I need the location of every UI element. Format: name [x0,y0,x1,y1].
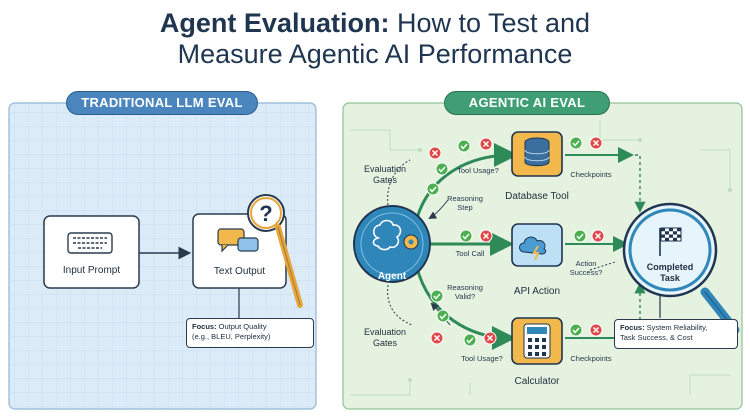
magnifier-question-icon: ? [247,194,303,308]
checkpoints-top-label: Checkpoints [570,170,612,179]
title-line-1: Agent Evaluation: How to Test and [159,8,591,38]
checkered-flag-icon [659,227,682,256]
traditional-focus-box: Focus: Output Quality(e.g., BLEU, Perple… [186,318,314,348]
keyboard-icon [67,232,113,254]
traditional-eval-header: TRADITIONAL LLM EVAL [66,91,258,115]
checkpoints-bottom-label: Checkpoints [570,354,612,363]
agentic-focus-box: Focus: System Reliability,Task Success, … [614,319,738,349]
brain-icon [372,219,402,251]
agentic-eval-header: AGENTIC AI EVAL [444,91,610,115]
calculator-icon [511,317,563,365]
input-prompt-label: Input Prompt [62,265,121,276]
completed-task-magnifier [622,202,740,335]
tool-usage-top-label: Tool Usage? [457,166,499,175]
calculator-label: Calculator [514,376,560,387]
api-action-label: API Action [513,286,561,297]
database-icon [511,131,563,177]
svg-text:?: ? [259,201,272,226]
tool-usage-bottom-label: Tool Usage? [461,354,503,363]
tool-call-label: Tool Call [455,249,485,258]
gear-icon [403,234,419,250]
chat-bubble-icon [217,228,259,253]
database-tool-label: Database Tool [505,191,569,202]
cross-icons [428,136,605,345]
text-output-label: Text Output [213,266,266,277]
traditional-panel: ? [8,102,317,410]
agentic-panel [342,102,743,410]
agent-label: Agent [377,271,407,282]
agent-node [353,205,431,283]
title-line-2: Measure Agentic AI Performance [177,39,573,69]
check-icons [426,136,587,347]
cloud-lightning-icon [511,223,563,267]
